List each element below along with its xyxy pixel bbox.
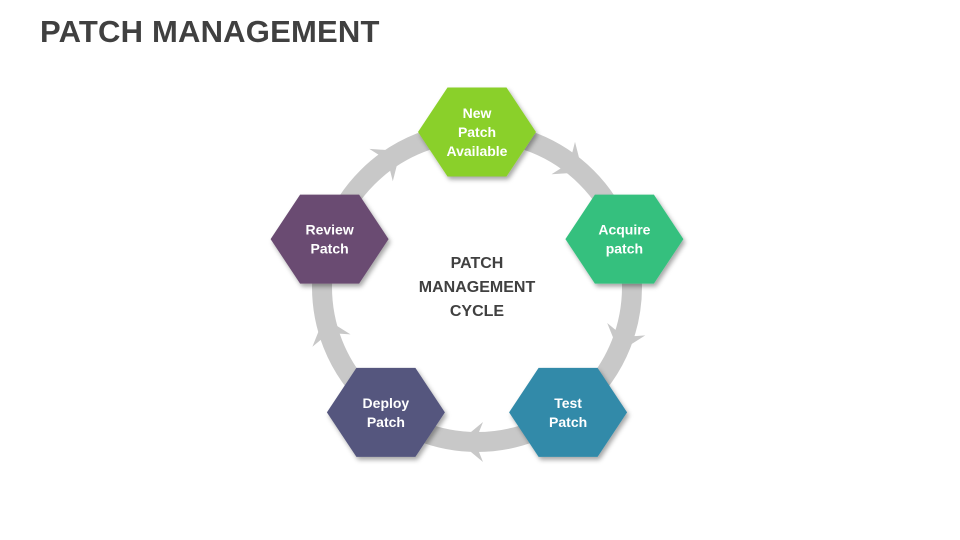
hexagon-new-patch xyxy=(418,87,536,177)
cycle-arrowhead xyxy=(551,141,583,175)
cycle-arrowhead xyxy=(607,323,646,352)
cycle-arrowhead xyxy=(312,317,351,347)
cycle-arrowhead xyxy=(459,422,483,462)
slide-title: PATCH MANAGEMENT xyxy=(40,14,380,49)
hexagon-test-patch xyxy=(509,367,628,457)
hexagon-review-patch xyxy=(270,194,389,284)
hexagon-deploy-patch xyxy=(326,367,445,457)
cycle-arrowhead xyxy=(369,148,401,182)
hexagon-acquire-patch xyxy=(565,194,684,284)
